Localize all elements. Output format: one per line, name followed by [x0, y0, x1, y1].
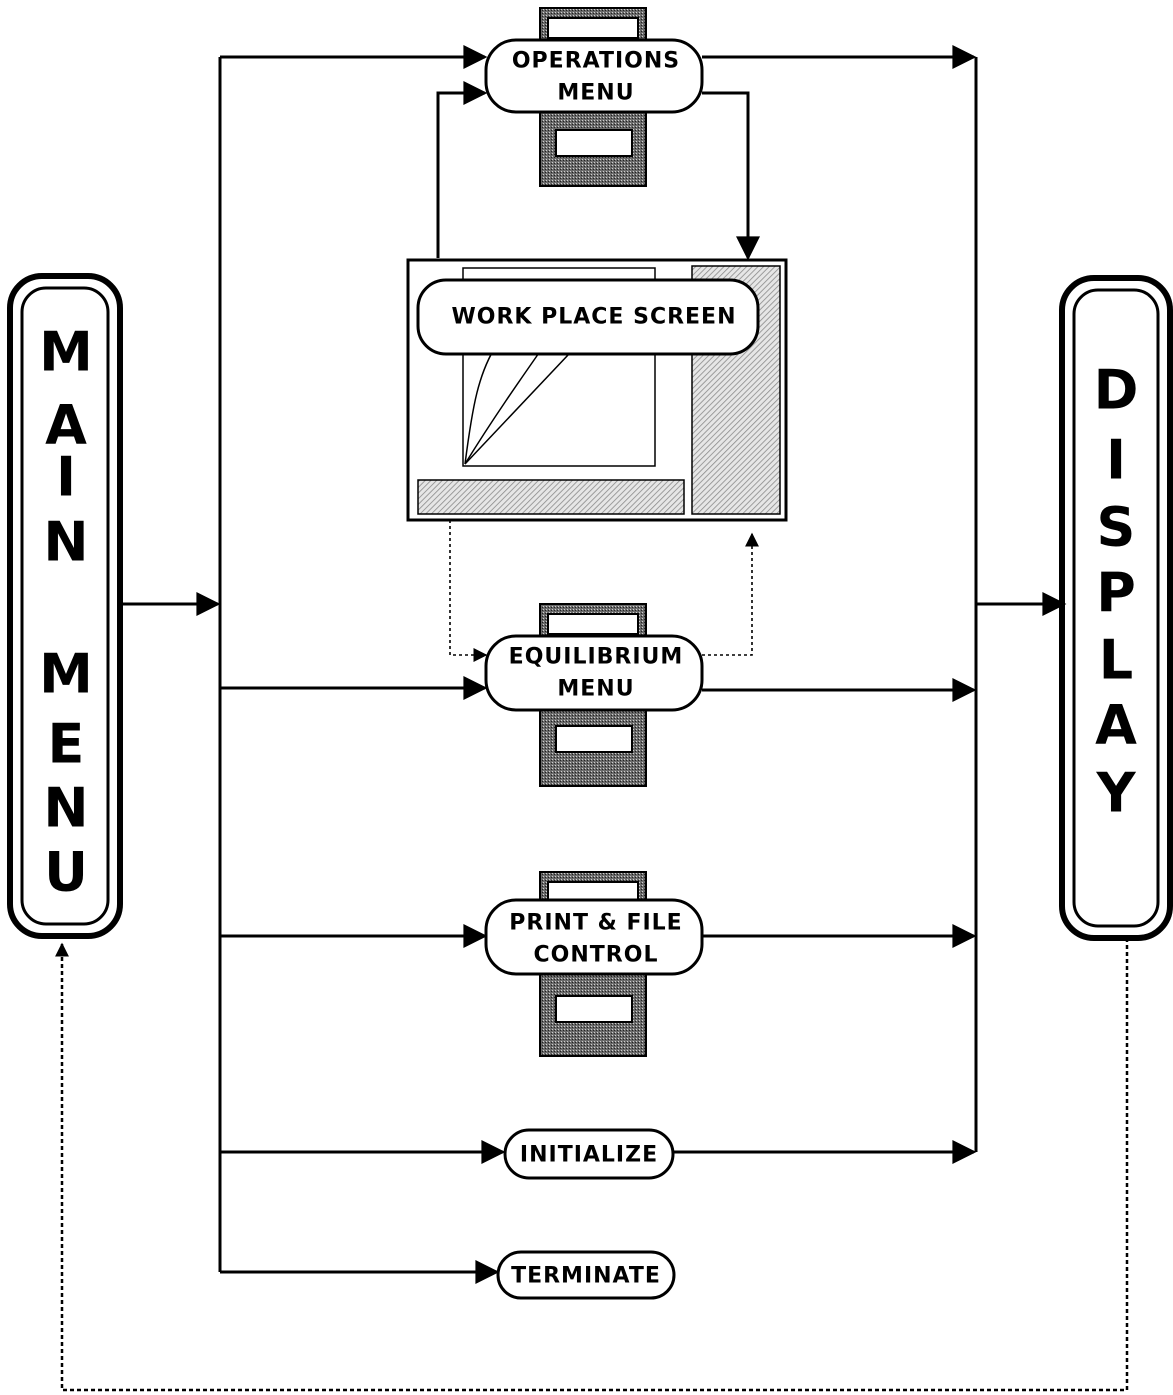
print-file-control-line1: PRINT & FILE	[509, 911, 682, 936]
main-menu-letter: E	[48, 713, 85, 776]
terminate-node[interactable]: TERMINATE	[498, 1252, 674, 1298]
display-letter: A	[1095, 694, 1137, 757]
print-file-control[interactable]: PRINT & FILE CONTROL	[486, 872, 702, 1056]
operations-menu-line1: OPERATIONS	[512, 49, 680, 74]
main-menu-letter: N	[43, 511, 88, 574]
equilibrium-menu-line1: EQUILIBRIUM	[509, 645, 684, 670]
main-menu-letter: I	[56, 446, 76, 509]
initialize-node[interactable]: INITIALIZE	[505, 1130, 673, 1178]
operations-menu[interactable]: OPERATIONS MENU	[486, 8, 702, 186]
work-place-screen-label: WORK PLACE SCREEN	[451, 305, 736, 330]
main-menu-box[interactable]: M A I N M E N U	[10, 276, 120, 936]
display-letter: L	[1099, 629, 1133, 692]
equilibrium-menu[interactable]: EQUILIBRIUM MENU	[486, 604, 702, 786]
terminate-label: TERMINATE	[511, 1264, 661, 1289]
initialize-label: INITIALIZE	[520, 1143, 658, 1168]
display-box[interactable]: D I S P L A Y	[1062, 278, 1170, 938]
operations-menu-line2: MENU	[557, 81, 634, 106]
work-place-screen[interactable]: WORK PLACE SCREEN	[408, 260, 786, 520]
display-letter: P	[1096, 562, 1136, 625]
display-letter: S	[1097, 496, 1136, 559]
main-menu-letter: M	[39, 321, 93, 384]
print-file-control-line2: CONTROL	[534, 943, 659, 968]
display-letter: Y	[1095, 762, 1136, 825]
main-menu-letter: N	[43, 777, 88, 840]
equilibrium-menu-line2: MENU	[557, 677, 634, 702]
main-menu-letter: M	[39, 643, 93, 706]
display-letter: I	[1106, 429, 1126, 492]
main-menu-letter: U	[44, 841, 88, 904]
display-letter: D	[1094, 359, 1139, 422]
